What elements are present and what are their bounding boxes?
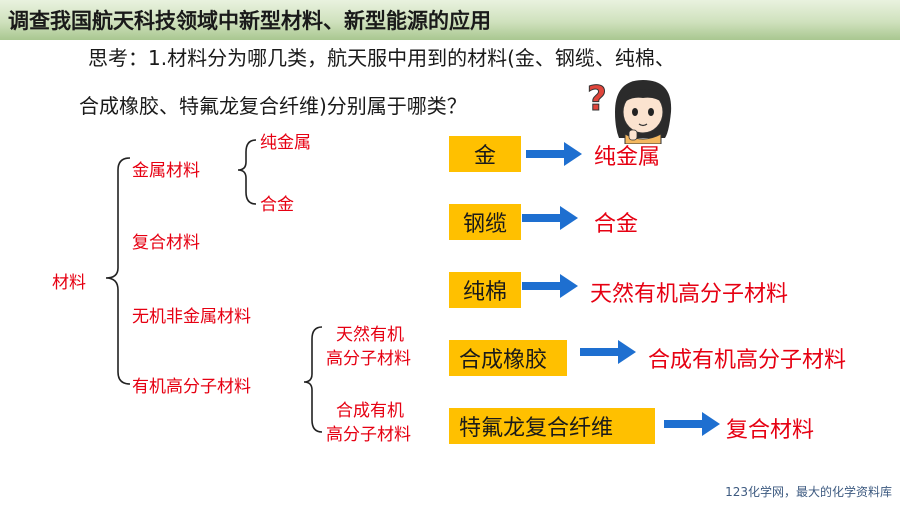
tree-root-label: 材料 — [52, 273, 86, 293]
footer-watermark: 123化学网，最大的化学资料库 — [725, 485, 892, 499]
material-box-cotton: 纯棉 — [449, 272, 521, 308]
result-teflon-fiber: 复合材料 — [726, 418, 815, 443]
subcategory-alloy: 合金 — [260, 195, 294, 215]
material-box-teflon-fiber: 特氟龙复合纤维 — [449, 408, 655, 444]
material-box-synthetic-rubber: 合成橡胶 — [449, 340, 567, 376]
subcategory-synthetic-polymer-line2: 高分子材料 — [326, 425, 411, 445]
arrow-right-icon — [526, 142, 582, 166]
subcategory-natural-polymer-line1: 天然有机 — [336, 325, 404, 345]
material-box-gold: 金 — [449, 136, 521, 172]
arrow-right-icon — [580, 340, 636, 364]
result-cotton: 天然有机高分子材料 — [590, 282, 789, 307]
arrow-right-icon — [522, 274, 578, 298]
result-gold: 纯金属 — [594, 145, 661, 170]
result-steel-cable: 合金 — [594, 212, 639, 237]
svg-text:?: ? — [587, 79, 607, 119]
category-organic-polymer: 有机高分子材料 — [132, 377, 251, 397]
arrow-right-icon — [664, 412, 720, 436]
title-bar: 调查我国航天科技领域中新型材料、新型能源的应用 — [0, 0, 900, 40]
subcategory-natural-polymer-line2: 高分子材料 — [326, 349, 411, 369]
category-metal: 金属材料 — [132, 161, 200, 181]
material-box-steel-cable: 钢缆 — [449, 204, 521, 240]
subcategory-synthetic-polymer-line1: 合成有机 — [336, 401, 404, 421]
arrow-right-icon — [522, 206, 578, 230]
slide-title: 调查我国航天科技领域中新型材料、新型能源的应用 — [8, 9, 491, 33]
subcategory-pure-metal: 纯金属 — [260, 133, 311, 153]
category-inorganic-nonmetal: 无机非金属材料 — [132, 307, 251, 327]
question-line-1: 思考：1.材料分为哪几类，航天服中用到的材料(金、钢缆、纯棉、 — [88, 46, 675, 70]
question-line-2: 合成橡胶、特氟龙复合纤维)分别属于哪类？ — [79, 94, 467, 118]
thinking-girl-icon: ? — [587, 79, 672, 144]
result-synthetic-rubber: 合成有机高分子材料 — [648, 348, 847, 373]
category-composite: 复合材料 — [132, 233, 200, 253]
